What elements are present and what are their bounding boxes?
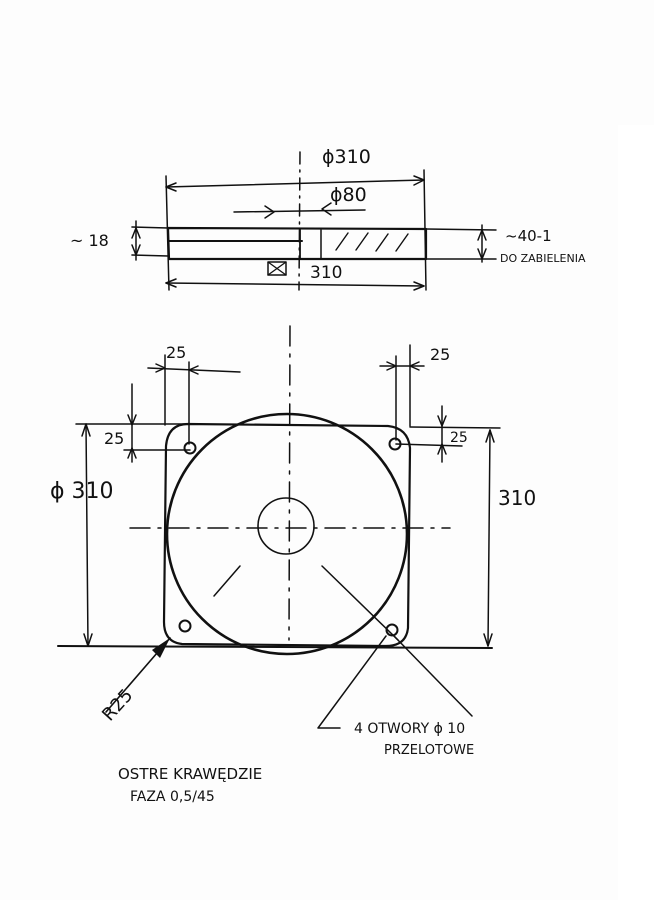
- arrow-diam-bottom: [83, 633, 93, 647]
- arrow-right-25-b: [437, 443, 447, 455]
- arrow-down-right: [477, 248, 487, 260]
- arrow-right-25-a: [437, 415, 447, 427]
- ext-line-bottom-left: [131, 254, 169, 257]
- dim-thickness-left-label: ~ 18: [70, 231, 109, 250]
- ext-line-right: [423, 169, 427, 291]
- arrow-tr-1: [386, 361, 397, 371]
- dim-height-right-label: 310: [498, 486, 536, 510]
- mounting-hole-top-left: [183, 441, 197, 455]
- ext-line-height-top: [409, 426, 501, 429]
- section-hatching: [335, 232, 409, 252]
- plan-centerline-vertical: [288, 325, 291, 641]
- dim-thickness-note: DO ZABIELENIA: [500, 252, 586, 265]
- side-view-centerline: [298, 151, 301, 291]
- note-line2: FAZA 0,5/45: [130, 789, 215, 805]
- diagonal-mark-right: [321, 565, 399, 641]
- arrow-up: [131, 227, 141, 239]
- arrow-bore-left: [264, 205, 275, 219]
- plate-outline: [162, 422, 412, 648]
- diagonal-mark-left: [213, 565, 241, 597]
- holes-note-line1: 4 OTWORY ϕ 10: [354, 721, 465, 737]
- arrow-height-top: [485, 429, 495, 443]
- notes: OSTRE KRAWĘDZIE FAZA 0,5/45: [118, 765, 262, 805]
- dim-line-height-right: [487, 429, 491, 647]
- dim-line-diameter-top: [165, 179, 425, 188]
- arrow-bottom-left: [165, 278, 177, 288]
- dim-left-25-label: 25: [104, 429, 124, 448]
- dim-tl-25-label: 25: [166, 343, 186, 362]
- ext-line-top-left: [131, 226, 169, 229]
- dim-line-bore: [233, 209, 366, 213]
- ext-line-left: [165, 175, 170, 291]
- arrow-radius: [152, 638, 170, 658]
- arrow-up-right: [477, 229, 487, 241]
- leader-holes-right: [393, 635, 473, 717]
- arrow-left-25-b: [127, 447, 137, 459]
- dim-width-bottom-label: 310: [310, 263, 342, 283]
- arrow-height-bottom: [483, 633, 493, 647]
- plate-circle: [165, 412, 409, 656]
- leader-holes-left: [317, 635, 387, 729]
- dim-right-25-label: 25: [450, 430, 468, 446]
- plate-side-outline: [166, 226, 428, 261]
- note-line1: OSTRE KRAWĘDZIE: [118, 765, 262, 783]
- holes-note-line2: PRZELOTOWE: [384, 743, 474, 758]
- arrow-diam-top: [81, 423, 91, 437]
- arrow-down: [131, 244, 141, 256]
- dim-thickness-right-label: ~40-1: [505, 227, 552, 245]
- dim-diameter-top-label: ϕ310: [322, 146, 371, 168]
- side-view: ϕ310 ϕ80 ~ 18 ~40-1 DO ZABIELENI: [70, 146, 586, 291]
- dim-diameter-left-label: ϕ 310: [50, 479, 114, 504]
- dim-tr-25-label: 25: [430, 345, 450, 364]
- plan-view: 25 25 25 25 ϕ 310 310 R25: [50, 325, 536, 758]
- base-line: [57, 645, 493, 649]
- mounting-hole-bottom-left: [178, 619, 192, 633]
- arrow-tr-2: [409, 361, 420, 371]
- dim-line-width-bottom: [165, 282, 425, 287]
- arrow-bore-right: [321, 202, 332, 216]
- arrow-left-25-a: [127, 414, 137, 426]
- arrow-tl-1: [155, 363, 166, 373]
- ext-line-right-25: [395, 443, 463, 447]
- dim-center-bore-label: ϕ80: [330, 184, 367, 206]
- mounting-hole-bottom-right: [385, 623, 399, 637]
- arrow-bottom-right: [413, 281, 425, 291]
- arrow-tl-2: [188, 365, 199, 375]
- square-cross-symbol: [267, 261, 287, 276]
- dim-line-diameter-left: [85, 423, 89, 647]
- center-bore-circle: [257, 497, 315, 555]
- ext-line-top-right: [425, 228, 497, 231]
- dim-corner-radius-label: R25: [98, 685, 137, 725]
